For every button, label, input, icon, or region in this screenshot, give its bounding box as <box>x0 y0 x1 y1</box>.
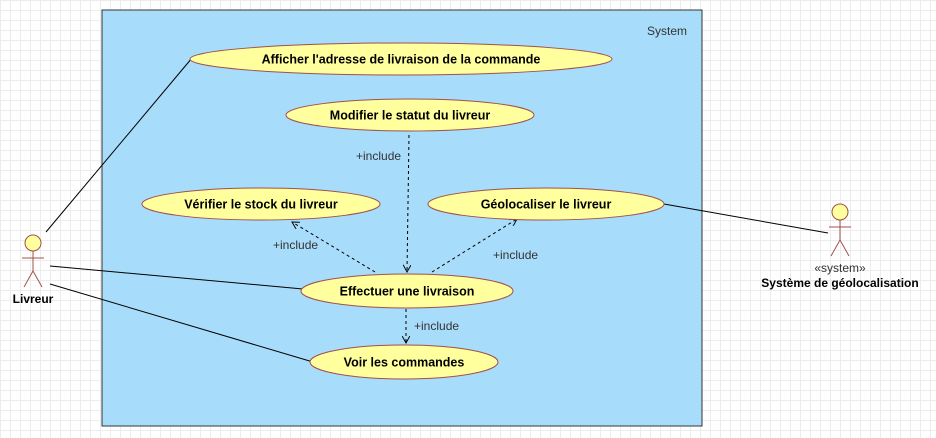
actor-name-livreur: Livreur <box>13 292 54 306</box>
actor-name-systeme: Système de géolocalisation <box>761 276 918 290</box>
use-case-label: Afficher l'adresse de livraison de la co… <box>262 53 541 67</box>
use-case-label: Effectuer une livraison <box>340 285 475 299</box>
use-case-label: Géolocaliser le livreur <box>481 198 612 212</box>
use-case-label: Vérifier le stock du livreur <box>184 198 338 212</box>
include-arrow-geolocaliser <box>431 219 517 273</box>
association-livreur-effectuer <box>49 265 304 290</box>
include-label-geolocaliser: +include <box>493 248 538 262</box>
include-label-verifier: +include <box>273 238 318 252</box>
include-label-modifier: +include <box>356 149 401 163</box>
include-label-voir: +include <box>414 319 459 333</box>
association-systeme-geolocaliser <box>663 203 829 234</box>
association-livreur-voir <box>49 283 314 363</box>
actor-head <box>831 203 849 221</box>
include-arrow-verifier <box>292 222 376 273</box>
actor-stereotype: «system» <box>814 261 866 275</box>
use-case-geolocaliser[interactable]: Géolocaliser le livreur <box>427 187 665 221</box>
system-title: System <box>647 24 687 38</box>
use-case-label: Voir les commandes <box>344 356 465 370</box>
include-arrow-modifier <box>407 134 409 272</box>
use-case-voir-commandes[interactable]: Voir les commandes <box>309 344 499 380</box>
use-case-modifier-statut[interactable]: Modifier le statut du livreur <box>285 98 535 132</box>
use-case-label: Modifier le statut du livreur <box>330 109 491 123</box>
actor-systeme-geolocalisation[interactable]: «system» Système de géolocalisation <box>761 203 919 290</box>
actor-head <box>24 234 42 252</box>
use-case-effectuer-livraison[interactable]: Effectuer une livraison <box>300 273 514 309</box>
actor-livreur[interactable]: Livreur <box>13 234 54 306</box>
association-livreur-afficher <box>45 57 193 233</box>
use-case-verifier-stock[interactable]: Vérifier le stock du livreur <box>141 187 381 221</box>
use-case-afficher-adresse[interactable]: Afficher l'adresse de livraison de la co… <box>189 42 613 76</box>
